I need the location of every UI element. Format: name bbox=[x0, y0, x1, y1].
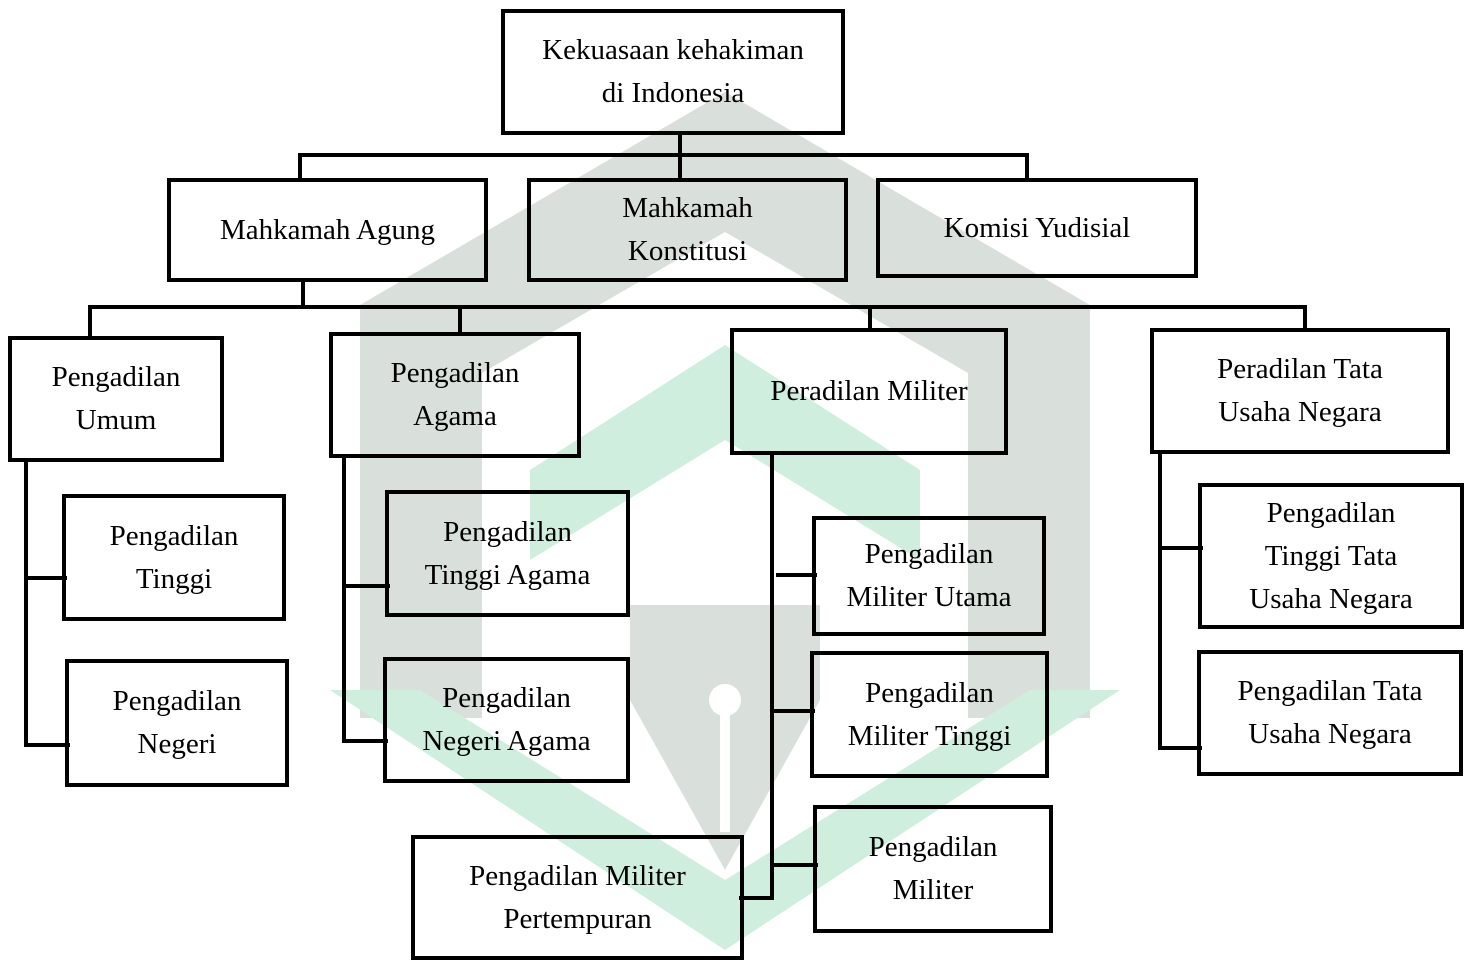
node-pengadilan-negeri-agama: Pengadilan Negeri Agama bbox=[383, 657, 630, 783]
node-pengadilan-tinggi-tun: Pengadilan Tinggi Tata Usaha Negara bbox=[1198, 483, 1464, 629]
node-pengadilan-agama: Pengadilan Agama bbox=[329, 332, 581, 458]
node-pengadilan-militer-pertempuran: Pengadilan Militer Pertempuran bbox=[411, 835, 744, 960]
node-root: Kekuasaan kehakiman di Indonesia bbox=[501, 9, 845, 135]
node-mahkamah-agung: Mahkamah Agung bbox=[167, 178, 488, 282]
node-pengadilan-negeri: Pengadilan Negeri bbox=[65, 659, 289, 787]
node-pengadilan-tinggi: Pengadilan Tinggi bbox=[62, 494, 286, 621]
node-pengadilan-militer-utama: Pengadilan Militer Utama bbox=[812, 516, 1046, 636]
node-peradilan-militer: Peradilan Militer bbox=[730, 328, 1008, 455]
node-komisi-yudisial: Komisi Yudisial bbox=[876, 178, 1198, 278]
node-pengadilan-militer: Pengadilan Militer bbox=[813, 805, 1053, 933]
node-pengadilan-militer-tinggi: Pengadilan Militer Tinggi bbox=[810, 651, 1049, 778]
node-pengadilan-tun: Pengadilan Tata Usaha Negara bbox=[1197, 650, 1463, 776]
node-pengadilan-umum: Pengadilan Umum bbox=[8, 336, 224, 462]
node-pengadilan-tinggi-agama: Pengadilan Tinggi Agama bbox=[385, 490, 630, 617]
node-mahkamah-konstitusi: Mahkamah Konstitusi bbox=[527, 178, 848, 282]
node-peradilan-tun: Peradilan Tata Usaha Negara bbox=[1150, 328, 1450, 454]
